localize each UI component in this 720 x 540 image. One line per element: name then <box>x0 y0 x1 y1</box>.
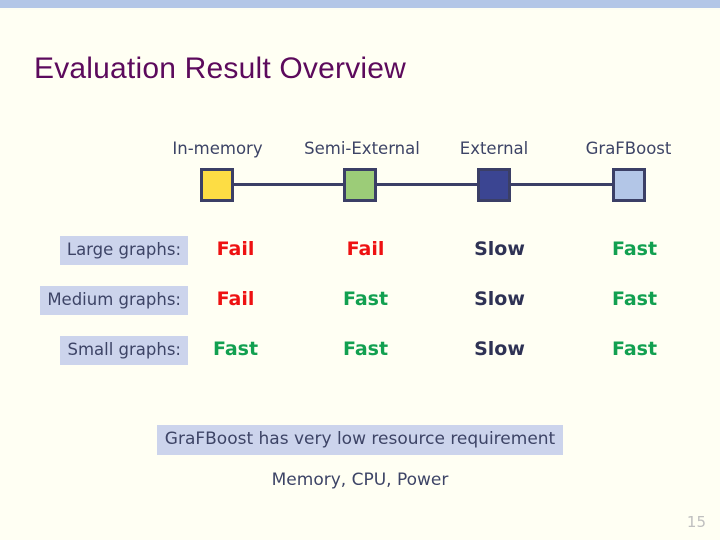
pipeline-label-1: Semi-External <box>304 139 420 158</box>
row-label-container: Medium graphs: <box>0 281 188 331</box>
pipeline-connector <box>377 183 477 186</box>
row-label: Large graphs: <box>59 236 188 265</box>
table-cell: Fast <box>611 338 658 360</box>
pipeline-connector <box>511 183 612 186</box>
table-cell: Fast <box>342 288 389 310</box>
table-cell: Fail <box>346 238 385 260</box>
pipeline-label-3: GraFBoost <box>585 139 672 158</box>
table-cell: Slow <box>474 238 525 260</box>
table-row: Small graphs: Fast Fast Slow Fast <box>0 331 720 381</box>
row-label: Small graphs: <box>60 336 188 365</box>
pipeline-diagram: In-memory Semi-External External GraFBoost <box>0 138 720 208</box>
table-cell: Fail <box>216 238 255 260</box>
callout-main-text: GraFBoost has very low resource requirem… <box>156 425 564 455</box>
table-cell: Fast <box>611 238 658 260</box>
row-label-container: Large graphs: <box>0 231 188 281</box>
table-cell: Fast <box>611 288 658 310</box>
pipeline-node-box-3 <box>612 168 646 202</box>
top-band-shadow <box>0 8 720 10</box>
row-label-container: Small graphs: <box>0 331 188 381</box>
row-label: Medium graphs: <box>40 286 188 315</box>
table-row: Medium graphs: Fail Fast Slow Fast <box>0 281 720 331</box>
pipeline-node-box-2 <box>477 168 511 202</box>
table-row: Large graphs: Fail Fail Slow Fast <box>0 231 720 281</box>
pipeline-node-box-0 <box>200 168 234 202</box>
table-cell: Fail <box>216 288 255 310</box>
table-cell: Fast <box>212 338 259 360</box>
pipeline-connector <box>234 183 343 186</box>
pipeline-label-2: External <box>459 139 529 158</box>
page-number: 15 <box>686 513 706 531</box>
page-title: Evaluation Result Overview <box>34 52 407 85</box>
top-decorative-band <box>0 0 720 8</box>
callout-banner: GraFBoost has very low resource requirem… <box>0 425 720 455</box>
callout-sub-text: Memory, CPU, Power <box>271 470 449 490</box>
pipeline-node-box-1 <box>343 168 377 202</box>
table-cell: Slow <box>474 338 525 360</box>
table-cell: Fast <box>342 338 389 360</box>
pipeline-label-0: In-memory <box>172 139 263 158</box>
table-cell: Slow <box>474 288 525 310</box>
